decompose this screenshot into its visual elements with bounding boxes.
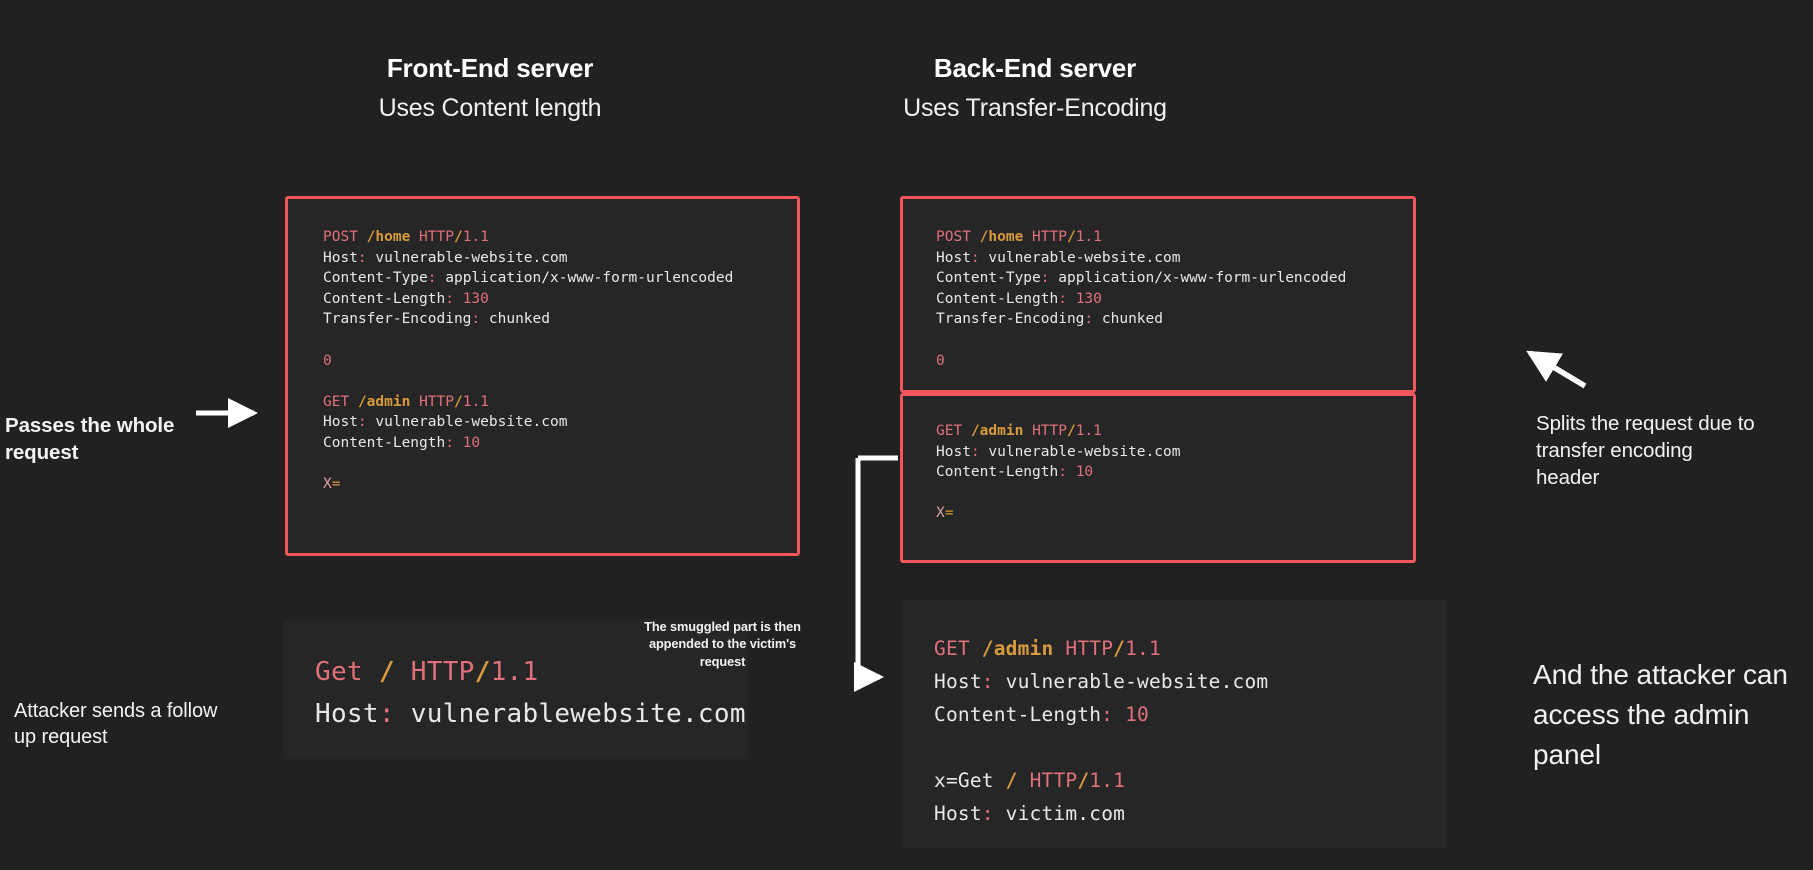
annotation-smuggled-part: The smuggled part is then appended to th… xyxy=(644,619,801,669)
backend-subtitle: Uses Transfer-Encoding xyxy=(903,93,1167,122)
arrow-smuggled-connector xyxy=(854,455,898,692)
frontend-column-header: Front-End server Uses Content length xyxy=(285,52,695,124)
backend-column-header: Back-End server Uses Transfer-Encoding xyxy=(830,52,1240,124)
annotation-attacker-followup: Attacker sends a follow up request xyxy=(14,700,218,749)
frontend-subtitle: Uses Content length xyxy=(378,93,602,122)
backend-title: Back-End server xyxy=(933,53,1137,83)
frontend-title: Front-End server xyxy=(386,53,594,83)
annotation-splits-request: Splits the request due to transfer encod… xyxy=(1536,412,1755,490)
annotation-passes-request: Passes the whole request xyxy=(5,414,175,465)
arrow-splits-request xyxy=(1526,350,1587,389)
annotation-admin-access: And the attacker can access the admin pa… xyxy=(1533,659,1788,770)
